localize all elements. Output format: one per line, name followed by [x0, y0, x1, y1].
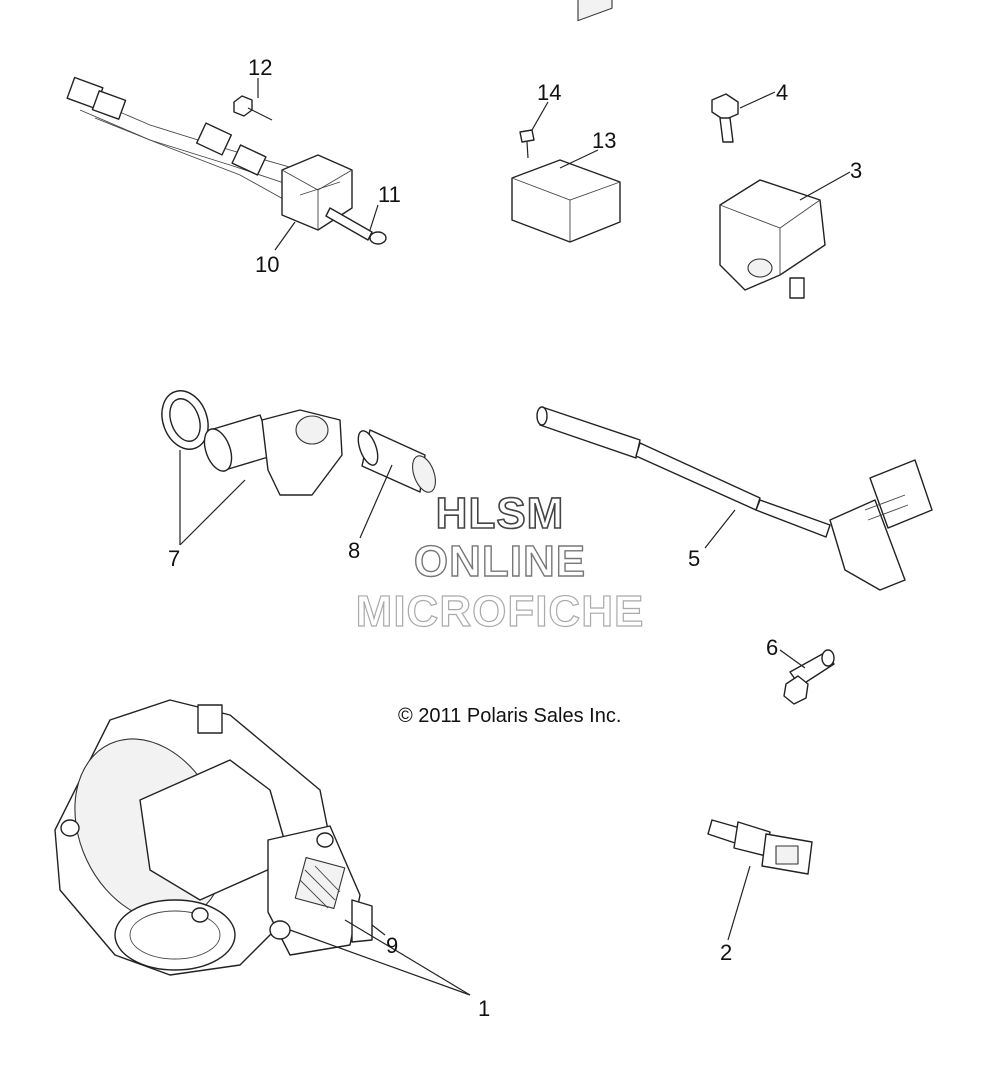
callout-6: 6 [766, 635, 779, 660]
callout-10: 10 [255, 252, 280, 277]
part-12-nut [233, 95, 253, 117]
callout-13: 13 [592, 128, 617, 153]
callout-11: 11 [378, 182, 401, 207]
leader-lines [179, 78, 851, 996]
part-4-bolt [711, 93, 739, 143]
part-1-throttle-body [54, 699, 373, 976]
callout-7: 7 [168, 546, 181, 571]
part-3-sensor [719, 179, 826, 299]
copyright-notice: © 2011 Polaris Sales Inc. [398, 705, 622, 727]
callout-4: 4 [776, 80, 789, 105]
part-13-module [511, 0, 621, 243]
callout-12: 12 [248, 55, 273, 80]
part-7-sensor [161, 390, 343, 496]
callout-5: 5 [688, 546, 701, 571]
part-2-sensor [707, 819, 813, 875]
part-6-bolt [783, 649, 835, 705]
callout-3: 3 [850, 158, 863, 183]
part-10-harness [66, 76, 353, 231]
part-11-screw [325, 207, 387, 245]
part-5-sensor-cable [536, 406, 933, 591]
callout-2: 2 [720, 940, 733, 965]
callout-14: 14 [537, 80, 562, 105]
part-8-sleeve [357, 429, 436, 493]
callout-8: 8 [348, 538, 361, 563]
callout-1: 1 [478, 996, 491, 1021]
watermark-line-2: ONLINE [413, 537, 587, 586]
callout-9: 9 [386, 933, 399, 958]
watermark-line-3: MICROFICHE [355, 587, 645, 636]
part-14-screw [519, 129, 535, 159]
watermark-line-1: HLSM [435, 489, 565, 538]
